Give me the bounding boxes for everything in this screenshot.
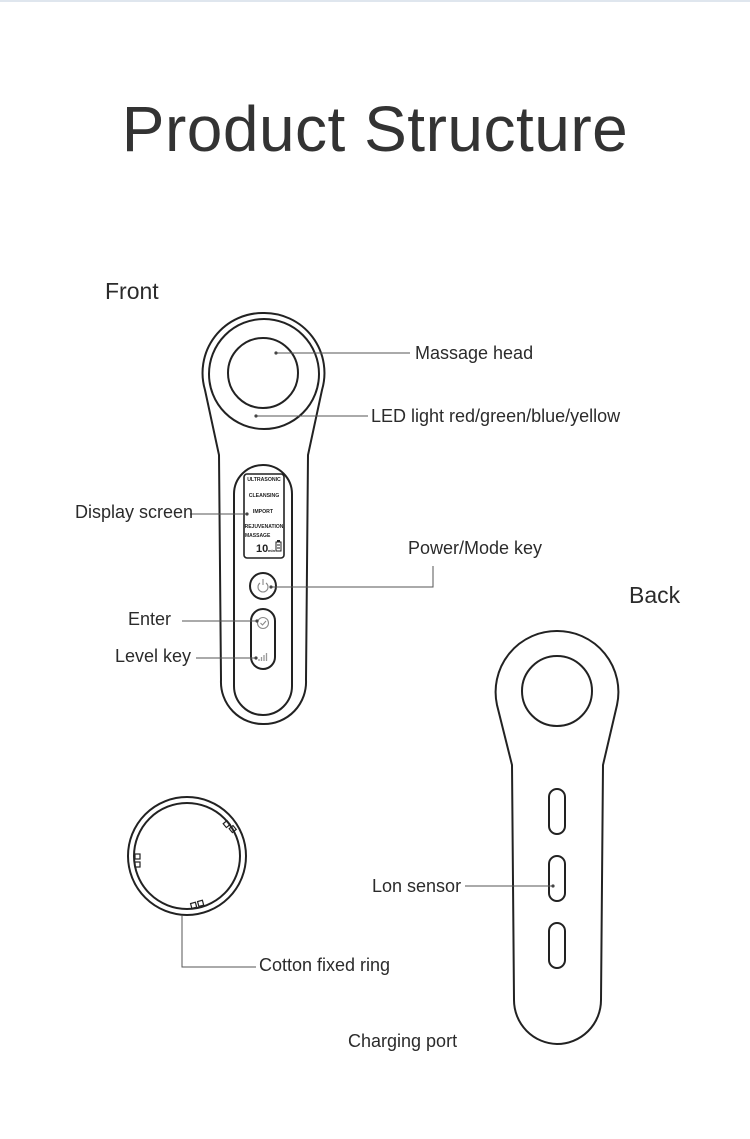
back-device-outer-body <box>494 629 620 1046</box>
back-head <box>521 655 593 727</box>
lcd-mode-cleansing: CLEANSING <box>249 493 280 499</box>
label-led-light: LED light red/green/blue/yellow <box>371 406 621 426</box>
front-heading: Front <box>105 278 159 304</box>
label-level-key: Level key <box>115 646 192 666</box>
label-power-mode-key: Power/Mode key <box>408 538 543 558</box>
label-enter: Enter <box>128 609 172 629</box>
lon-sensor <box>548 855 566 902</box>
page-title: Product Structure <box>121 93 629 165</box>
lcd-panel <box>243 473 285 559</box>
back-slot-top <box>548 788 566 835</box>
lcd-mode-rejuvenation: REJUVENATION <box>245 524 284 530</box>
lcd-mode-import: IMPORT <box>253 509 274 515</box>
power-mode-button[interactable] <box>249 572 277 600</box>
leader-lines <box>181 352 553 968</box>
lcd-time-readout: 10 <box>256 543 268 555</box>
label-lon-sensor: Lon sensor <box>372 876 462 896</box>
back-heading: Back <box>629 582 681 608</box>
massage-head <box>227 337 299 409</box>
power-icon <box>257 579 269 593</box>
lcd-time-unit: min <box>268 548 276 553</box>
check-icon <box>256 616 270 630</box>
display-screen <box>233 464 293 716</box>
lcd-mode-massage: MASSAGE <box>245 533 271 539</box>
label-massage-head: Massage head <box>415 343 534 363</box>
front-device-outer-body <box>201 311 326 726</box>
top-border <box>0 0 750 2</box>
back-slot-bottom <box>548 922 566 969</box>
leader-power-mode <box>271 566 434 588</box>
lcd-battery-icon <box>275 540 282 552</box>
leader-dots <box>245 351 555 888</box>
label-charging-port: Charging port <box>348 1031 458 1051</box>
enter-level-button[interactable] <box>250 608 276 670</box>
label-cotton-fixed-ring: Cotton fixed ring <box>259 955 391 975</box>
signal-level-icon <box>258 653 268 661</box>
leader-cotton-ring <box>181 916 256 968</box>
lcd-mode-ultrasonic: ULTRASONIC <box>247 477 281 483</box>
cotton-fixed-ring <box>127 796 247 916</box>
label-display-screen: Display screen <box>75 502 194 522</box>
ring-clips <box>134 819 238 910</box>
front-head-rim <box>208 318 320 430</box>
back-device <box>494 629 620 1046</box>
front-device <box>201 311 326 726</box>
